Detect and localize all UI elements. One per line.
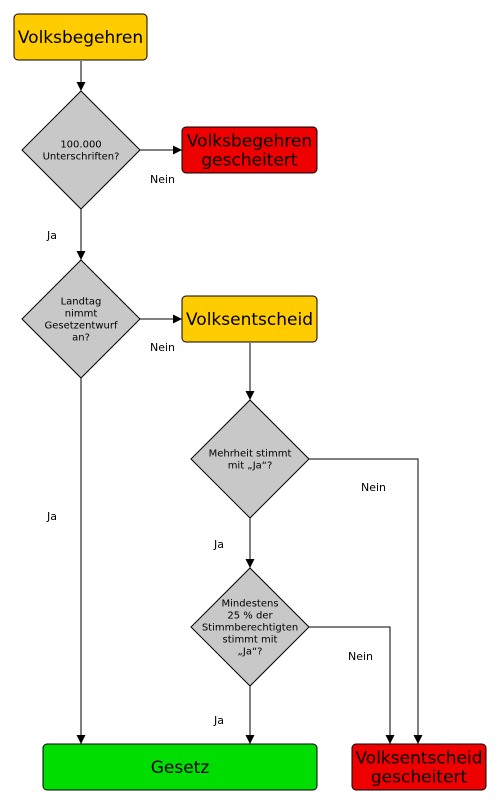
label-line: stimmt mit — [223, 635, 278, 646]
label-line: 25 % der — [227, 611, 273, 622]
volksentscheid-label: Volksentscheid — [186, 310, 313, 330]
label-mehrheit-ja: Ja — [213, 538, 224, 551]
mehrheit-diamond — [190, 399, 310, 519]
label-mehrheit-nein: Nein — [361, 481, 386, 494]
label-line: „Ja“? — [238, 647, 263, 658]
label-line: Volksbegehren — [18, 28, 143, 48]
begehren-gescheitert-box — [181, 126, 318, 174]
label-mindestens-ja: Ja — [213, 714, 224, 727]
label-landtag-ja: Ja — [46, 510, 57, 523]
label-line: an? — [72, 333, 90, 344]
label-line: 100.000 — [60, 140, 101, 151]
edge-labels: Nein Ja Nein Ja Nein Ja Nein Ja — [46, 173, 386, 727]
label-line: Volksentscheid — [186, 310, 313, 330]
unterschriften-diamond — [21, 90, 141, 210]
label-line: Mehrheit stimmt — [209, 449, 292, 460]
label-line: Gesetzentwurf — [45, 321, 118, 332]
label-line: Volksbegehren — [187, 131, 312, 151]
gesetz-box — [42, 743, 318, 791]
volksbegehren-box — [13, 13, 148, 61]
node-volksentscheid: Volksentscheid — [181, 295, 318, 343]
label-line: Unterschriften? — [43, 152, 120, 163]
label-mindestens-nein: Nein — [348, 650, 373, 663]
label-line: gescheitert — [371, 768, 468, 788]
label-unterschriften-nein: Nein — [150, 173, 175, 186]
mindestens-diamond — [190, 567, 310, 687]
edge-mehrheit-nein — [309, 458, 423, 744]
label-landtag-nein: Nein — [150, 341, 175, 354]
label-line: Stimmberechtigten — [202, 623, 298, 634]
entscheid-gescheitert-box — [351, 743, 487, 791]
label-line: Gesetz — [151, 758, 210, 778]
gesetz-label: Gesetz — [151, 758, 210, 778]
node-gesetz: Gesetz — [42, 743, 318, 791]
connectors — [76, 61, 423, 744]
label-line: Mindestens — [221, 599, 278, 610]
label-line: Volksentscheid — [356, 749, 483, 769]
label-line: Landtag — [61, 297, 102, 308]
volksbegehren-label: Volksbegehren — [18, 28, 143, 48]
landtag-diamond — [21, 259, 141, 379]
volksentscheid-box — [181, 295, 318, 343]
label-line: mit „Ja“? — [228, 461, 273, 472]
label-line: gescheitert — [201, 150, 298, 170]
label-line: nimmt — [65, 309, 98, 320]
label-unterschriften-ja: Ja — [46, 229, 57, 242]
node-volksbegehren: Volksbegehren — [13, 13, 148, 61]
edge-mindestens-nein — [309, 626, 395, 744]
